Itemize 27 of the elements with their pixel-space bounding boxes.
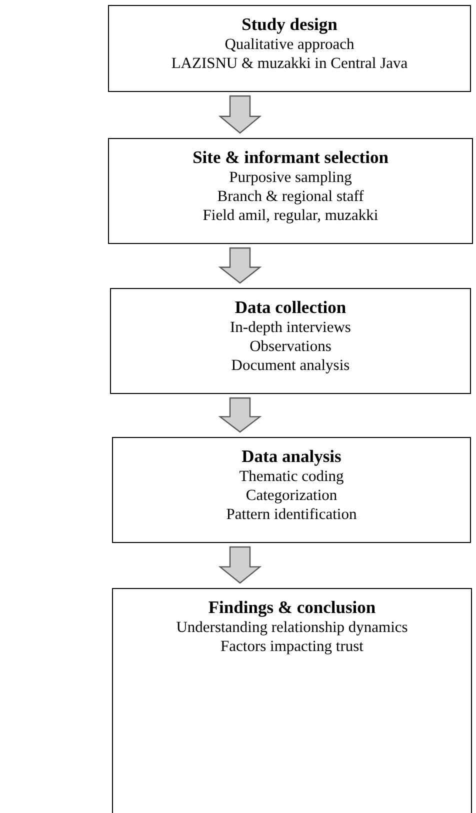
box-text: LAZISNU & muzakki in Central Java [171, 54, 408, 73]
box-text: Pattern identification [226, 505, 357, 524]
box-text: Observations [250, 337, 332, 356]
block-arrow [218, 247, 262, 284]
box-text: Field amil, regular, muzakki [202, 206, 378, 225]
box-text: Thematic coding [239, 467, 344, 486]
box-text: Document analysis [231, 356, 350, 375]
block-arrow [218, 546, 262, 584]
box-text: In-depth interviews [230, 318, 351, 337]
box-heading: Data collection [234, 297, 346, 318]
box-text: Purposive sampling [229, 168, 352, 187]
process-box [108, 138, 473, 244]
process-box [112, 437, 471, 543]
process-box [108, 5, 471, 92]
box-text: Understanding relationship dynamics [176, 618, 408, 637]
box-heading: Site & informant selection [192, 147, 388, 168]
process-box [112, 588, 472, 813]
box-text: Factors impacting trust [220, 637, 364, 656]
process-box [110, 288, 471, 394]
box-text: Qualitative approach [224, 35, 354, 54]
box-heading: Findings & conclusion [208, 597, 376, 618]
box-text: Branch & regional staff [217, 187, 364, 206]
block-arrow [218, 397, 262, 433]
block-arrow [218, 95, 262, 134]
box-heading: Study design [242, 14, 338, 35]
box-heading: Data analysis [242, 446, 342, 467]
box-text: Categorization [246, 486, 338, 505]
